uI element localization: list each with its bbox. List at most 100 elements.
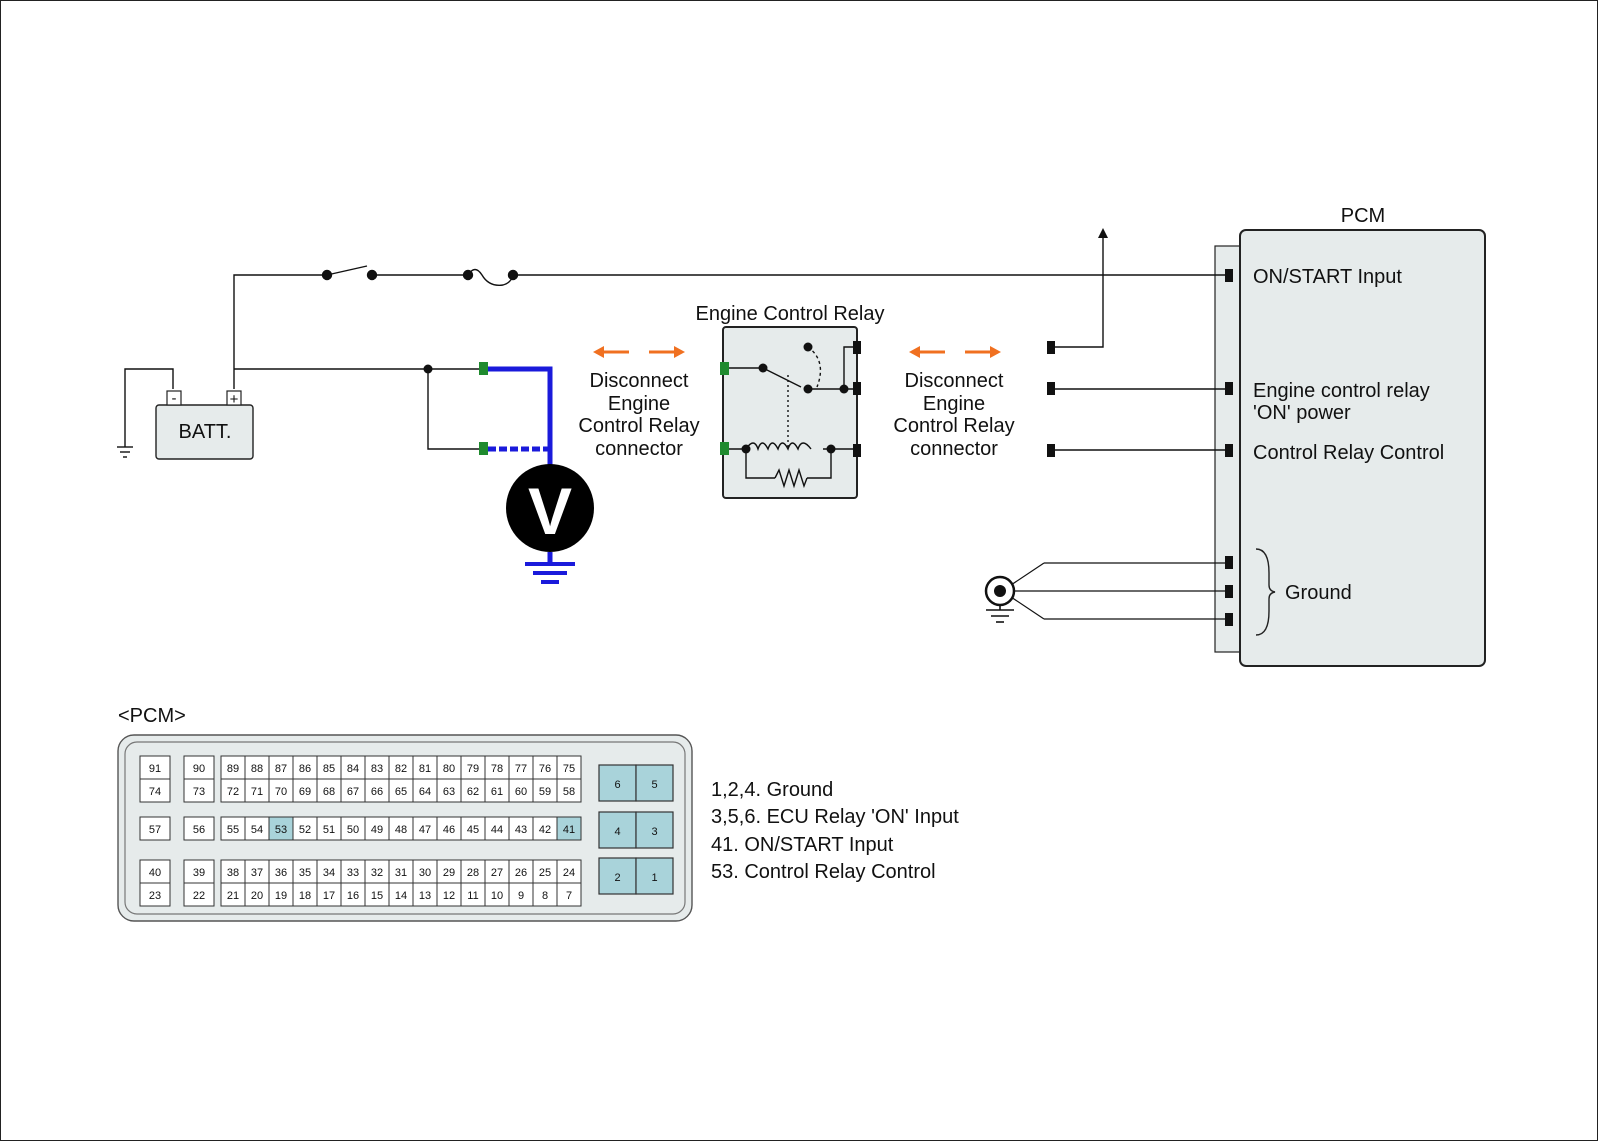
relay-resistor-icon	[774, 467, 808, 489]
connector-pin-label: 30	[419, 867, 431, 879]
connector-pin-label: 35	[299, 867, 311, 879]
relay-switch-arm	[762, 367, 802, 388]
connector-pin-label: 20	[251, 890, 263, 902]
connector-pin-label: 78	[491, 763, 503, 775]
connector-pin-label: 22	[193, 890, 205, 902]
pcm-module: PCM ON/START Input Engine control relay …	[1214, 205, 1486, 667]
connector-pin-label: 87	[275, 763, 287, 775]
pcm-terminal	[1225, 382, 1233, 395]
connector-pin-label: 18	[299, 890, 311, 902]
connector-pin	[139, 778, 171, 803]
relay-terminal-green	[720, 362, 729, 375]
connector-pin-label: 8	[542, 890, 548, 902]
connector-pin-label: 86	[299, 763, 311, 775]
disconnect-left-line-4: connector	[595, 438, 683, 460]
connector-pin-label: 46	[443, 824, 455, 836]
connector-pin	[139, 816, 171, 841]
connector-pin-label: 59	[539, 786, 551, 798]
connector-pin-label: 71	[251, 786, 263, 798]
connector-large-pin	[635, 857, 674, 895]
battery-plus-terminal	[226, 390, 242, 406]
connector-large-pin	[598, 857, 637, 895]
connector-pin-label: 84	[347, 763, 359, 775]
connector-pin-label: 77	[515, 763, 527, 775]
fuse-contact	[462, 269, 474, 281]
connector-pin	[556, 882, 582, 907]
battery-minus-label: -	[172, 390, 177, 407]
connector-pin-label: 37	[251, 867, 263, 879]
connector-pin-label: 67	[347, 786, 359, 798]
connector-pin-label: 89	[227, 763, 239, 775]
connector-pin-label: 62	[467, 786, 479, 798]
on-start-input-label: ON/START Input	[1253, 266, 1402, 288]
connector-pin-label: 80	[443, 763, 455, 775]
connector-pin-label: 64	[419, 786, 431, 798]
connector-pin-label: 70	[275, 786, 287, 798]
connector-pin-label: 17	[323, 890, 335, 902]
connector-pin-label: 53	[275, 824, 287, 836]
relay-coil-icon	[745, 442, 812, 452]
disconnect-left-annotation: Disconnect Engine Control Relay connecto…	[578, 346, 700, 460]
pcm-terminal	[1225, 269, 1233, 282]
connector-pin-label: 24	[563, 867, 575, 879]
connector-pin-label: 61	[491, 786, 503, 798]
connector-pin-label: 63	[443, 786, 455, 798]
connector-pin-label: 79	[467, 763, 479, 775]
connector-large-pin-label: 5	[651, 779, 657, 791]
voltmeter-icon	[506, 464, 594, 552]
relay-title: Engine Control Relay	[696, 303, 885, 325]
connector-pin-label: 39	[193, 867, 205, 879]
connector-pin-label: 91	[149, 763, 161, 775]
on-start-circuit	[233, 265, 1225, 369]
connector-pin-label: 13	[419, 890, 431, 902]
connector-pin-label: 58	[563, 786, 575, 798]
connector-pin-label: 73	[193, 786, 205, 798]
connector-pin	[183, 882, 215, 907]
connector-pin-label: 55	[227, 824, 239, 836]
fuse-icon	[467, 268, 514, 286]
connector-pin-label: 42	[539, 824, 551, 836]
ecr-on-power-label-1: Engine control relay	[1253, 380, 1430, 402]
connector-pin	[183, 778, 215, 803]
connector-pin-label: 15	[371, 890, 383, 902]
disconnect-right-line-2: Engine	[923, 393, 985, 415]
ground-brace	[1255, 548, 1276, 636]
connector-pin-label: 56	[193, 824, 205, 836]
connector-pin-label: 29	[443, 867, 455, 879]
disconnect-left-line-1: Disconnect	[590, 370, 689, 392]
connector-pin-label: 31	[395, 867, 407, 879]
connector-large-pin	[635, 764, 674, 802]
connector-pin-label: 33	[347, 867, 359, 879]
connector-pin-label: 26	[515, 867, 527, 879]
control-relay-control-label: Control Relay Control	[1253, 442, 1444, 464]
connector-large-pin	[598, 764, 637, 802]
pcm-terminal	[1225, 585, 1233, 598]
connector-pin-label: 38	[227, 867, 239, 879]
connector-pin-label: 51	[323, 824, 335, 836]
disconnect-right-line-1: Disconnect	[905, 370, 1004, 392]
connector-large-pin-label: 3	[651, 826, 657, 838]
connector-pin-label: 21	[227, 890, 239, 902]
relay-terminal-green	[720, 442, 729, 455]
ground-label: Ground	[1285, 582, 1352, 604]
connector-pin-label: 49	[371, 824, 383, 836]
connector-pin-label: 47	[419, 824, 431, 836]
switch-contact	[321, 269, 333, 281]
connector-pin-label: 12	[443, 890, 455, 902]
engine-control-relay: Engine Control Relay	[696, 303, 885, 499]
connector-pin-label: 43	[515, 824, 527, 836]
connector-pin-label: 76	[539, 763, 551, 775]
connector-pin-label: 48	[395, 824, 407, 836]
switch-contact	[366, 269, 378, 281]
connector-pin-label: 32	[371, 867, 383, 879]
connector-terminal-green	[479, 442, 488, 455]
connector-pin-label: 88	[251, 763, 263, 775]
connector-terminal-green	[479, 362, 488, 375]
connector-pin-label: 9	[518, 890, 524, 902]
pcm-terminal	[1225, 613, 1233, 626]
ecr-on-power-label-2: 'ON' power	[1253, 402, 1351, 424]
pcm-title: PCM	[1341, 205, 1385, 227]
connector-pin-label: 28	[467, 867, 479, 879]
